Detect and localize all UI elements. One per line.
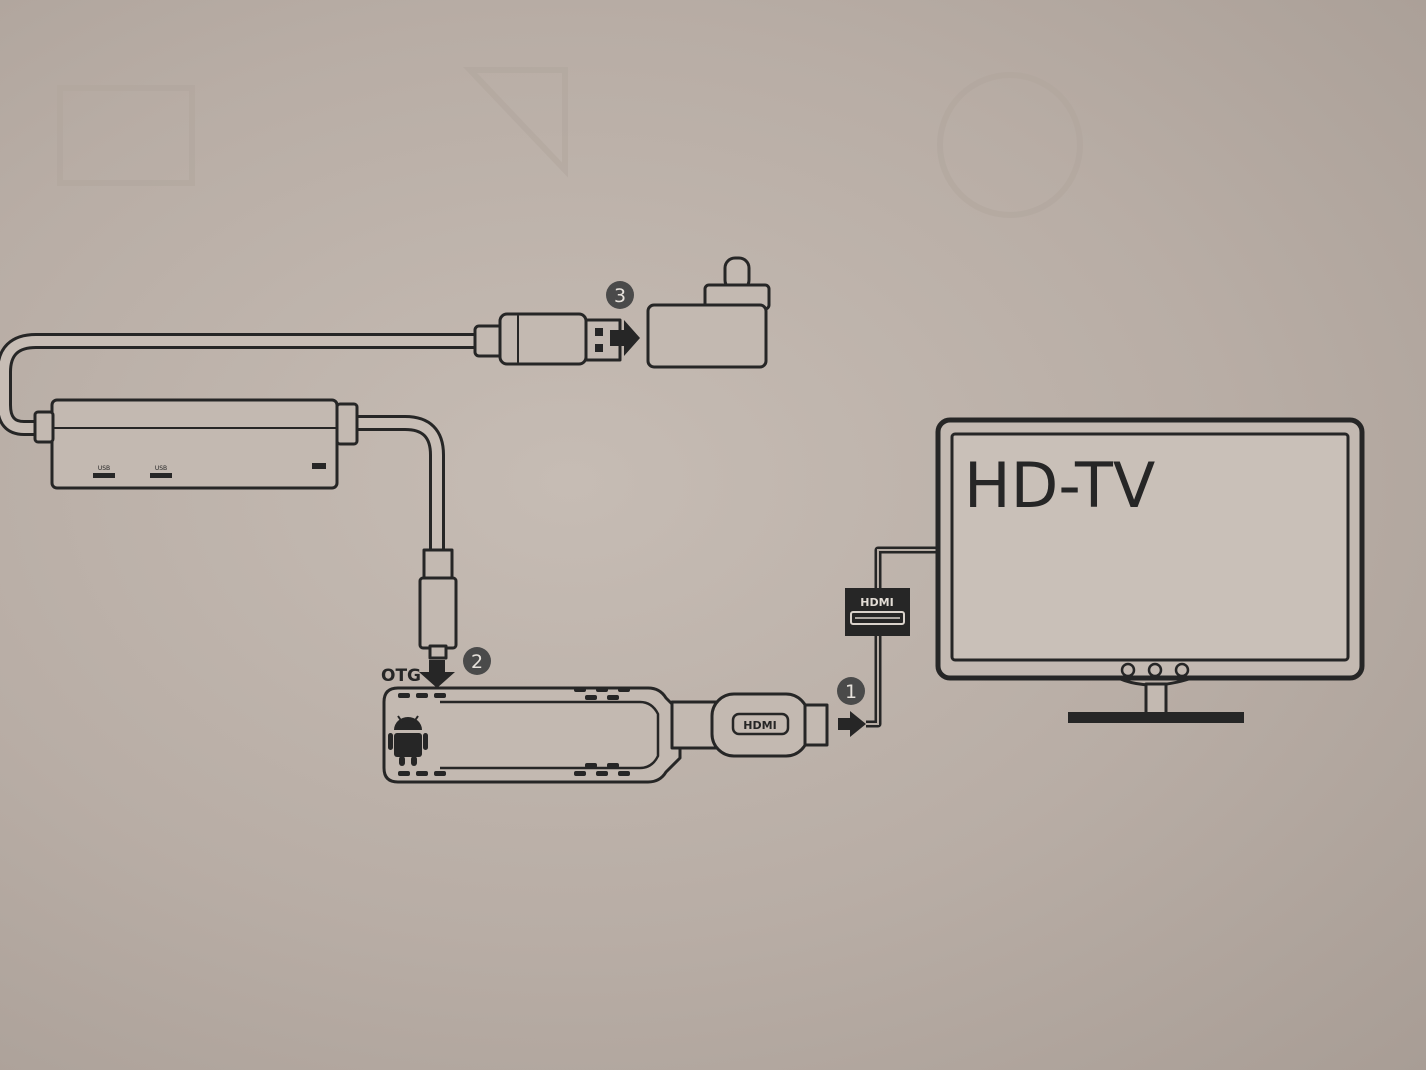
step-number-3: 3 (614, 285, 626, 307)
tv-screen (950, 432, 1350, 662)
tv-stick (382, 686, 829, 784)
step-badge-1: 1 (837, 677, 865, 705)
micro-usb-plug (418, 548, 458, 660)
hdmi-port-icon (845, 588, 910, 636)
hub-port-label: USB (155, 465, 167, 472)
otg-label: OTG (381, 666, 421, 686)
tv-stand-base (1068, 712, 1244, 723)
android-logo-icon (388, 715, 428, 766)
arrow-down-icon (419, 660, 455, 688)
step-number-2: 2 (471, 651, 483, 673)
hdmi-plug-label: HDMI (743, 719, 776, 732)
hub-cable-to-otg (348, 415, 445, 570)
usb-hub-assembly (0, 312, 622, 660)
hub-port-label: USB (98, 465, 110, 472)
step-number-1: 1 (845, 681, 857, 703)
step-badge-3: 3 (606, 281, 634, 309)
tv-set (935, 417, 1365, 723)
power-adapter-icon (646, 256, 771, 369)
arrow-right-icon (838, 711, 866, 737)
bleed-through-marks (57, 67, 1083, 218)
arrow-right-icon (610, 320, 640, 356)
step-badge-2: 2 (463, 647, 491, 675)
usb-a-plug (473, 312, 622, 366)
tv-stick-vents (398, 687, 630, 776)
tv-stick-body (382, 686, 682, 784)
tv-screen-label: HD-TV (964, 449, 1155, 522)
hdmi-port-label: HDMI (860, 596, 893, 609)
